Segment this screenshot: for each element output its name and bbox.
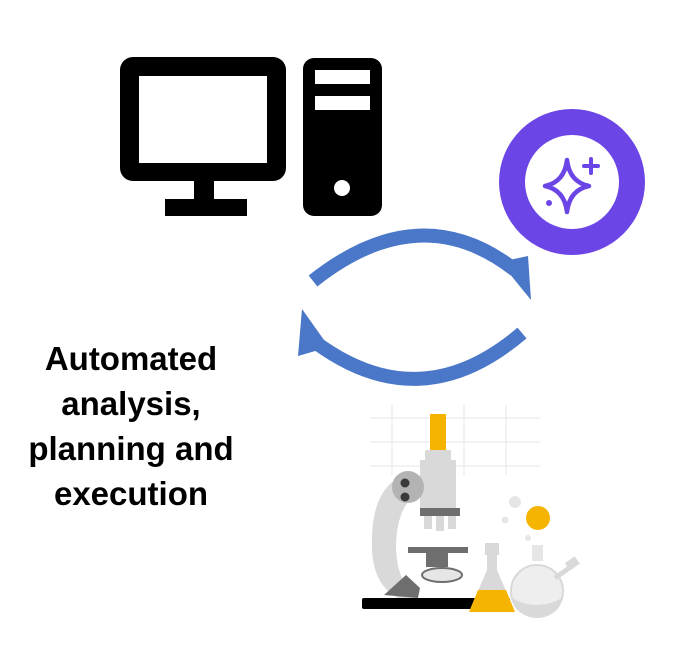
flask-icon bbox=[469, 543, 515, 612]
caption-line-1: Automated bbox=[44, 340, 218, 377]
round-flask-icon bbox=[510, 545, 580, 618]
desktop-computer-icon bbox=[120, 57, 382, 216]
ai-sparkle-icon bbox=[499, 109, 645, 255]
cycle-arrows-icon bbox=[298, 228, 531, 386]
caption-line-2: analysis, bbox=[61, 385, 201, 422]
caption-text: Automated analysis, planning and executi… bbox=[10, 336, 252, 516]
lower-arrow-head bbox=[298, 309, 329, 356]
monitor-icon bbox=[120, 57, 286, 216]
lower-arrow bbox=[310, 327, 527, 386]
upper-arrow bbox=[308, 228, 520, 287]
caption-line-4: execution bbox=[53, 475, 209, 512]
laboratory-icon bbox=[362, 405, 580, 618]
bubbles-icon bbox=[501, 496, 550, 541]
caption-line-3: planning and bbox=[28, 430, 234, 467]
tower-icon bbox=[303, 58, 382, 216]
upper-arrow-head bbox=[500, 256, 531, 300]
microscope-icon bbox=[362, 414, 510, 609]
